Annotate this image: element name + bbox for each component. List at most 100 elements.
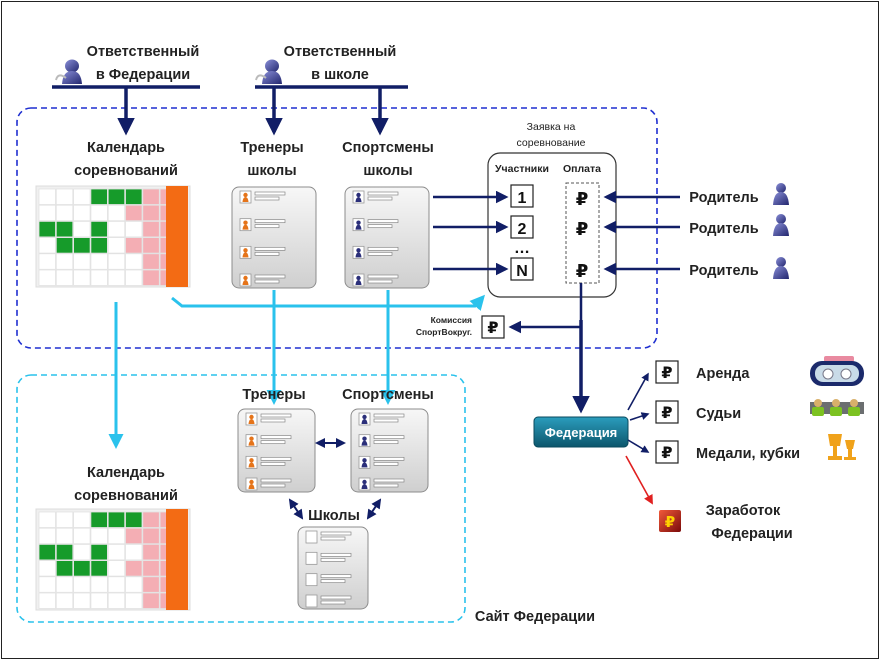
person-icon	[773, 257, 789, 279]
calendar-cell	[55, 237, 74, 254]
calendar-cell	[107, 544, 126, 561]
list-icon-box	[305, 530, 318, 544]
expense-judges: ₽ Судьи	[655, 399, 864, 424]
list-line	[260, 461, 286, 466]
calendar-cell	[90, 544, 108, 561]
list-line	[373, 418, 399, 423]
expense-medals: ₽ Медали, кубки	[655, 434, 856, 464]
calendar-cell	[38, 237, 56, 254]
list-line	[254, 246, 286, 251]
calendar-cell	[125, 269, 143, 286]
calendar-cell	[125, 511, 143, 528]
list-line	[254, 279, 280, 284]
link-athletes-schools	[366, 498, 382, 520]
federation-site-frame	[16, 374, 466, 623]
earnings-icon	[659, 510, 681, 532]
calendar-cell	[107, 576, 126, 593]
calendar-cell	[125, 253, 143, 270]
panel-background	[237, 408, 316, 493]
calendar-cell	[107, 592, 126, 609]
trainer-icon	[242, 197, 249, 202]
calendar-cell	[125, 560, 143, 577]
trainer-icon	[248, 440, 255, 446]
list-line	[373, 456, 405, 461]
calendar-cell	[90, 592, 108, 609]
calendar-cell	[142, 544, 160, 561]
calendar-cell	[38, 576, 56, 593]
calendar-cell	[125, 188, 143, 205]
ruble-icon: ₽	[576, 189, 589, 209]
trainer-icon	[242, 280, 249, 285]
list-line	[320, 557, 346, 562]
calendar-cell	[55, 188, 74, 205]
calendar-cell	[142, 592, 160, 609]
site-athletes-panel	[350, 408, 429, 493]
calendar-cell	[73, 527, 91, 545]
list-line	[260, 456, 292, 461]
parent-row: Родитель	[603, 257, 789, 279]
site-calendar-title-line1: Календарь	[87, 465, 165, 481]
athlete-icon	[362, 458, 367, 463]
federation-responsible: Ответственный в Федерации	[52, 44, 200, 89]
list-line	[373, 440, 399, 445]
list-line	[367, 279, 393, 284]
calendar-cell	[38, 544, 56, 561]
trainer-icon	[249, 414, 254, 420]
list-line	[367, 196, 393, 201]
calendar-cell	[107, 220, 126, 238]
calendar-cell	[73, 592, 91, 609]
list-line	[373, 478, 405, 483]
list-icon-box	[305, 573, 318, 587]
list-line	[254, 219, 286, 224]
calendar-cell	[55, 269, 74, 286]
list-line	[367, 274, 399, 279]
list-line	[254, 274, 286, 279]
expense-box	[655, 400, 679, 424]
list-icon-box	[305, 594, 318, 608]
person-icon	[255, 59, 282, 84]
expense-rent-label: Аренда	[696, 366, 750, 382]
calendar-orange-bar	[166, 509, 188, 610]
calendar-cell	[73, 204, 91, 222]
calendar-cell	[107, 511, 126, 528]
panel-background	[297, 526, 369, 610]
calendar-cell	[142, 188, 160, 205]
participant-box	[510, 184, 534, 208]
cup-icon	[828, 434, 856, 460]
federation-button[interactable]: Федерация	[533, 416, 629, 448]
athlete-icon	[362, 414, 367, 420]
list-line	[367, 251, 393, 256]
trainer-icon	[248, 419, 255, 424]
athlete-icon	[355, 280, 362, 285]
athletes-title-line2: школы	[363, 163, 412, 179]
expense-medals-label: Медали, кубки	[696, 446, 800, 462]
calendar-cell	[73, 220, 91, 238]
trainer-icon	[249, 436, 254, 441]
athletes-title-line1: Спортсмены	[342, 140, 434, 156]
commission-box	[481, 315, 505, 339]
calendar-cell	[90, 527, 108, 545]
site-trainers-panel	[237, 408, 316, 493]
federation-responsible-line1: Ответственный	[87, 44, 200, 60]
trainer-icon	[242, 224, 249, 230]
list-line	[373, 461, 399, 466]
calendar-cell	[55, 220, 74, 238]
calendar-cell	[107, 560, 126, 577]
calendar-cell	[38, 220, 56, 238]
site-athletes-title: Спортсмены	[342, 387, 434, 403]
ruble-icon: ₽	[487, 320, 498, 337]
calendar-title-line1: Календарь	[87, 140, 165, 156]
participant-box	[510, 257, 534, 281]
expense-box	[655, 440, 679, 464]
list-line	[320, 536, 346, 541]
calendar-cell	[55, 204, 74, 222]
athletes-list-panel	[344, 186, 430, 289]
calendar-cell	[142, 237, 160, 254]
calendar-cell	[38, 204, 56, 222]
trainer-icon	[249, 458, 254, 463]
trainer-icon	[243, 220, 248, 225]
school-responsible-line1: Ответственный	[284, 44, 397, 60]
